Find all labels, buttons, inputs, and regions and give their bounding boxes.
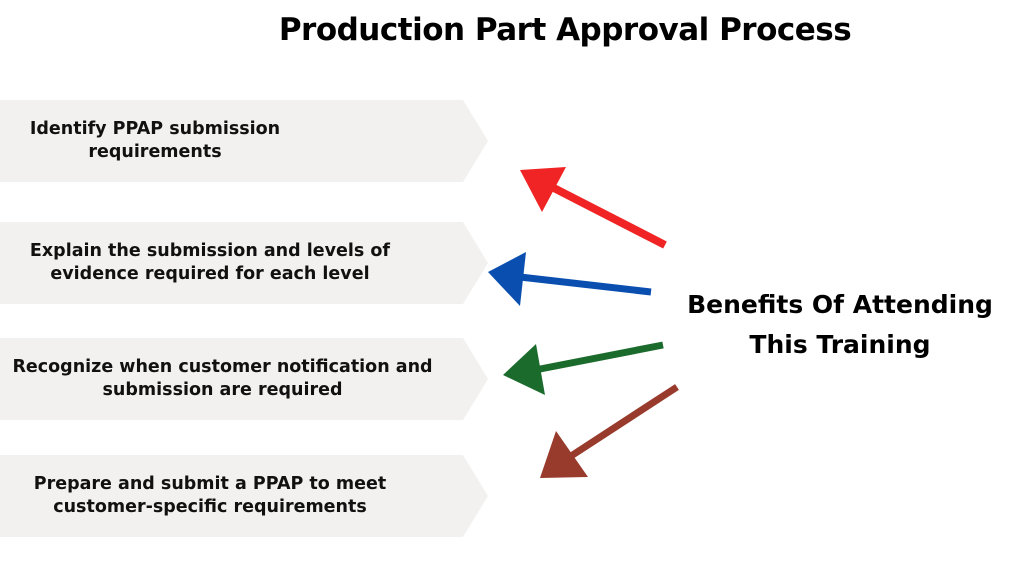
benefit-item-4: Prepare and submit a PPAP to meet custom… xyxy=(0,455,488,537)
red-arrow-icon xyxy=(520,167,667,249)
benefit-item-1: Identify PPAP submission requirements xyxy=(0,100,488,182)
benefit-item-2: Explain the submission and levels of evi… xyxy=(0,222,488,304)
benefit-item-label: Recognize when customer notification and… xyxy=(12,357,433,400)
blue-arrow-icon xyxy=(488,252,652,306)
page-title: Production Part Approval Process xyxy=(278,12,852,48)
brown-arrow-icon xyxy=(540,384,679,478)
benefit-item-3: Recognize when customer notification and… xyxy=(0,338,488,420)
green-arrow-icon xyxy=(503,341,664,395)
center-label: Benefits Of Attending This Training xyxy=(687,290,993,359)
benefit-item-label: Identify PPAP submission requirements xyxy=(29,119,281,162)
benefit-item-label: Prepare and submit a PPAP to meet custom… xyxy=(33,474,387,517)
benefit-item-label: Explain the submission and levels of evi… xyxy=(29,241,391,284)
